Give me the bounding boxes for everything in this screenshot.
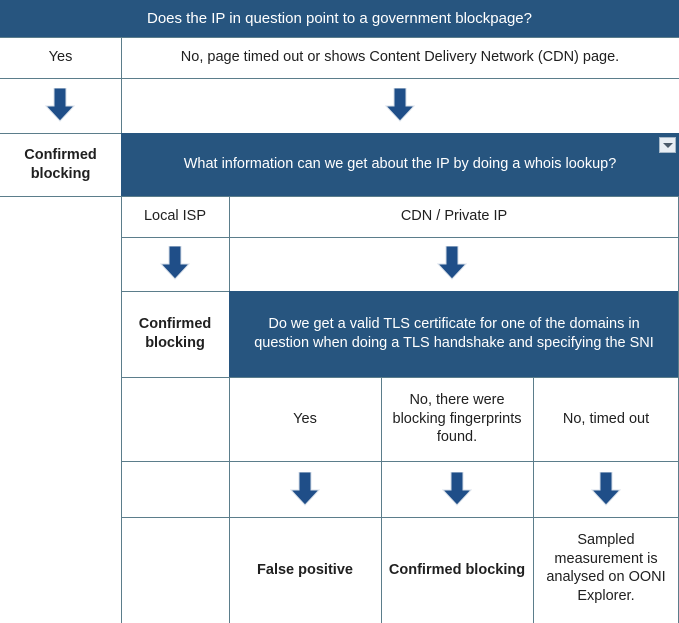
level3-outcome-false-positive: False positive	[229, 517, 381, 623]
level3-answer-fingerprints: No, there were blocking fingerprints fou…	[381, 377, 533, 461]
level1-question-banner: Does the IP in question point to a gover…	[0, 0, 679, 37]
grid-line-v	[121, 37, 122, 133]
grid-line-h	[121, 237, 679, 238]
arrow-down-icon-level1-yes	[45, 88, 75, 122]
arrow-down-icon-level3-timeout	[591, 472, 621, 506]
level3-answer-yes: Yes	[229, 377, 381, 461]
grid-line-h	[121, 461, 679, 462]
grid-line-v	[229, 377, 230, 623]
arrow-down-icon-level3-fingerprints	[442, 472, 472, 506]
level2-answer-local-isp: Local ISP	[121, 196, 229, 237]
level3-outcome-sampled-measurement: Sampled measurement is analysed on OONI …	[533, 517, 679, 623]
grid-line-h	[121, 37, 679, 38]
level2-question-banner: What information can we get about the IP…	[121, 133, 679, 196]
arrow-down-icon-level2-local-isp	[160, 246, 190, 280]
level3-outcome-confirmed-blocking: Confirmed blocking	[381, 517, 533, 623]
arrow-down-icon-level2-cdn	[437, 246, 467, 280]
grid-line-v	[533, 377, 534, 623]
arrow-down-icon-level1-no	[385, 88, 415, 122]
grid-line-h	[0, 37, 121, 38]
grid-line-h	[0, 196, 229, 197]
grid-line-h	[121, 291, 229, 292]
grid-line-h	[121, 517, 679, 518]
level2-outcome-confirmed-blocking: Confirmed blocking	[121, 291, 229, 377]
grid-line-v	[121, 196, 122, 623]
level1-outcome-confirmed-blocking: Confirmed blocking	[0, 133, 121, 196]
grid-line-h	[229, 196, 679, 197]
level3-answer-timeout: No, timed out	[533, 377, 679, 461]
arrow-down-icon-level3-yes	[290, 472, 320, 506]
grid-line-h	[121, 377, 679, 378]
grid-line-v	[229, 196, 230, 291]
level1-answer-no: No, page timed out or shows Content Deli…	[121, 37, 679, 78]
chevron-down-triangle	[662, 142, 673, 148]
level1-answer-yes: Yes	[0, 37, 121, 78]
level3-question-banner: Do we get a valid TLS certificate for on…	[229, 291, 679, 377]
grid-line-v	[381, 377, 382, 623]
grid-line-h	[0, 133, 121, 134]
grid-line-h	[0, 78, 679, 79]
chevron-down-icon[interactable]	[659, 137, 676, 153]
level2-answer-cdn: CDN / Private IP	[229, 196, 679, 237]
